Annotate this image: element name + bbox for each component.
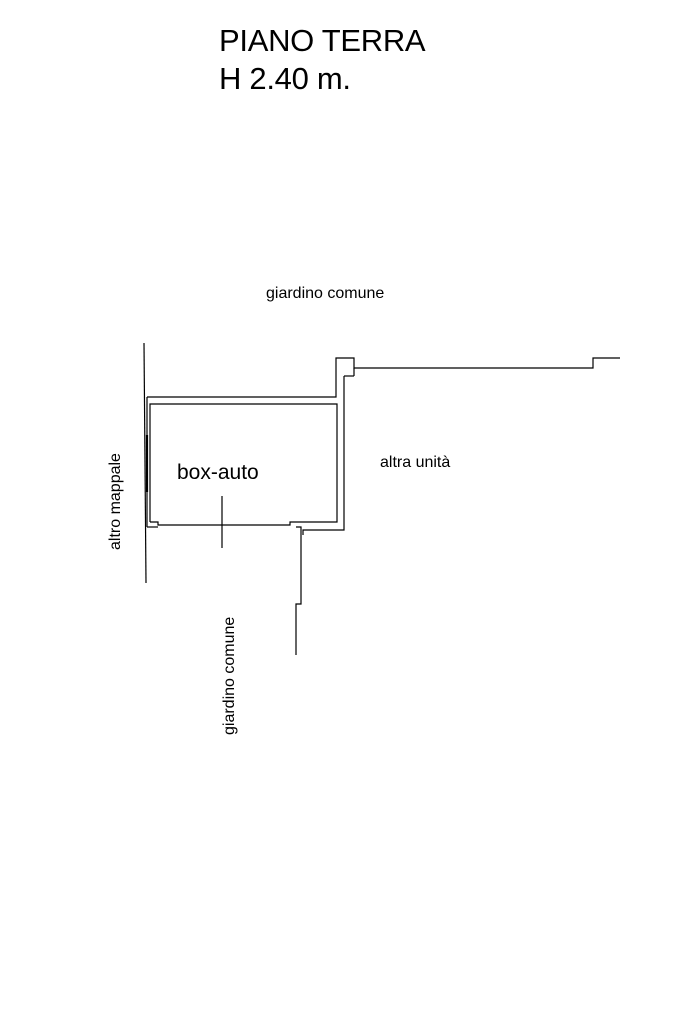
ceiling-height: H 2.40 m.	[219, 61, 351, 96]
label-room-box-auto: box-auto	[177, 461, 259, 484]
label-other-parcel: altro mappale	[107, 453, 124, 550]
bottom-boundary-line	[295, 526, 302, 655]
label-garden-top: giardino comune	[266, 285, 385, 302]
outer-wall	[147, 357, 620, 398]
label-garden-bottom: giardino comune	[221, 616, 238, 735]
inner-wall	[149, 403, 338, 523]
left-boundary-line	[143, 342, 147, 584]
title-block: PIANO TERRA H 2.40 m.	[219, 22, 426, 98]
label-other-unit: altra unità	[380, 454, 451, 471]
outer-wall-right	[302, 376, 345, 535]
inner-wall-bottom-left	[150, 521, 296, 526]
floor-title: PIANO TERRA	[219, 23, 426, 58]
